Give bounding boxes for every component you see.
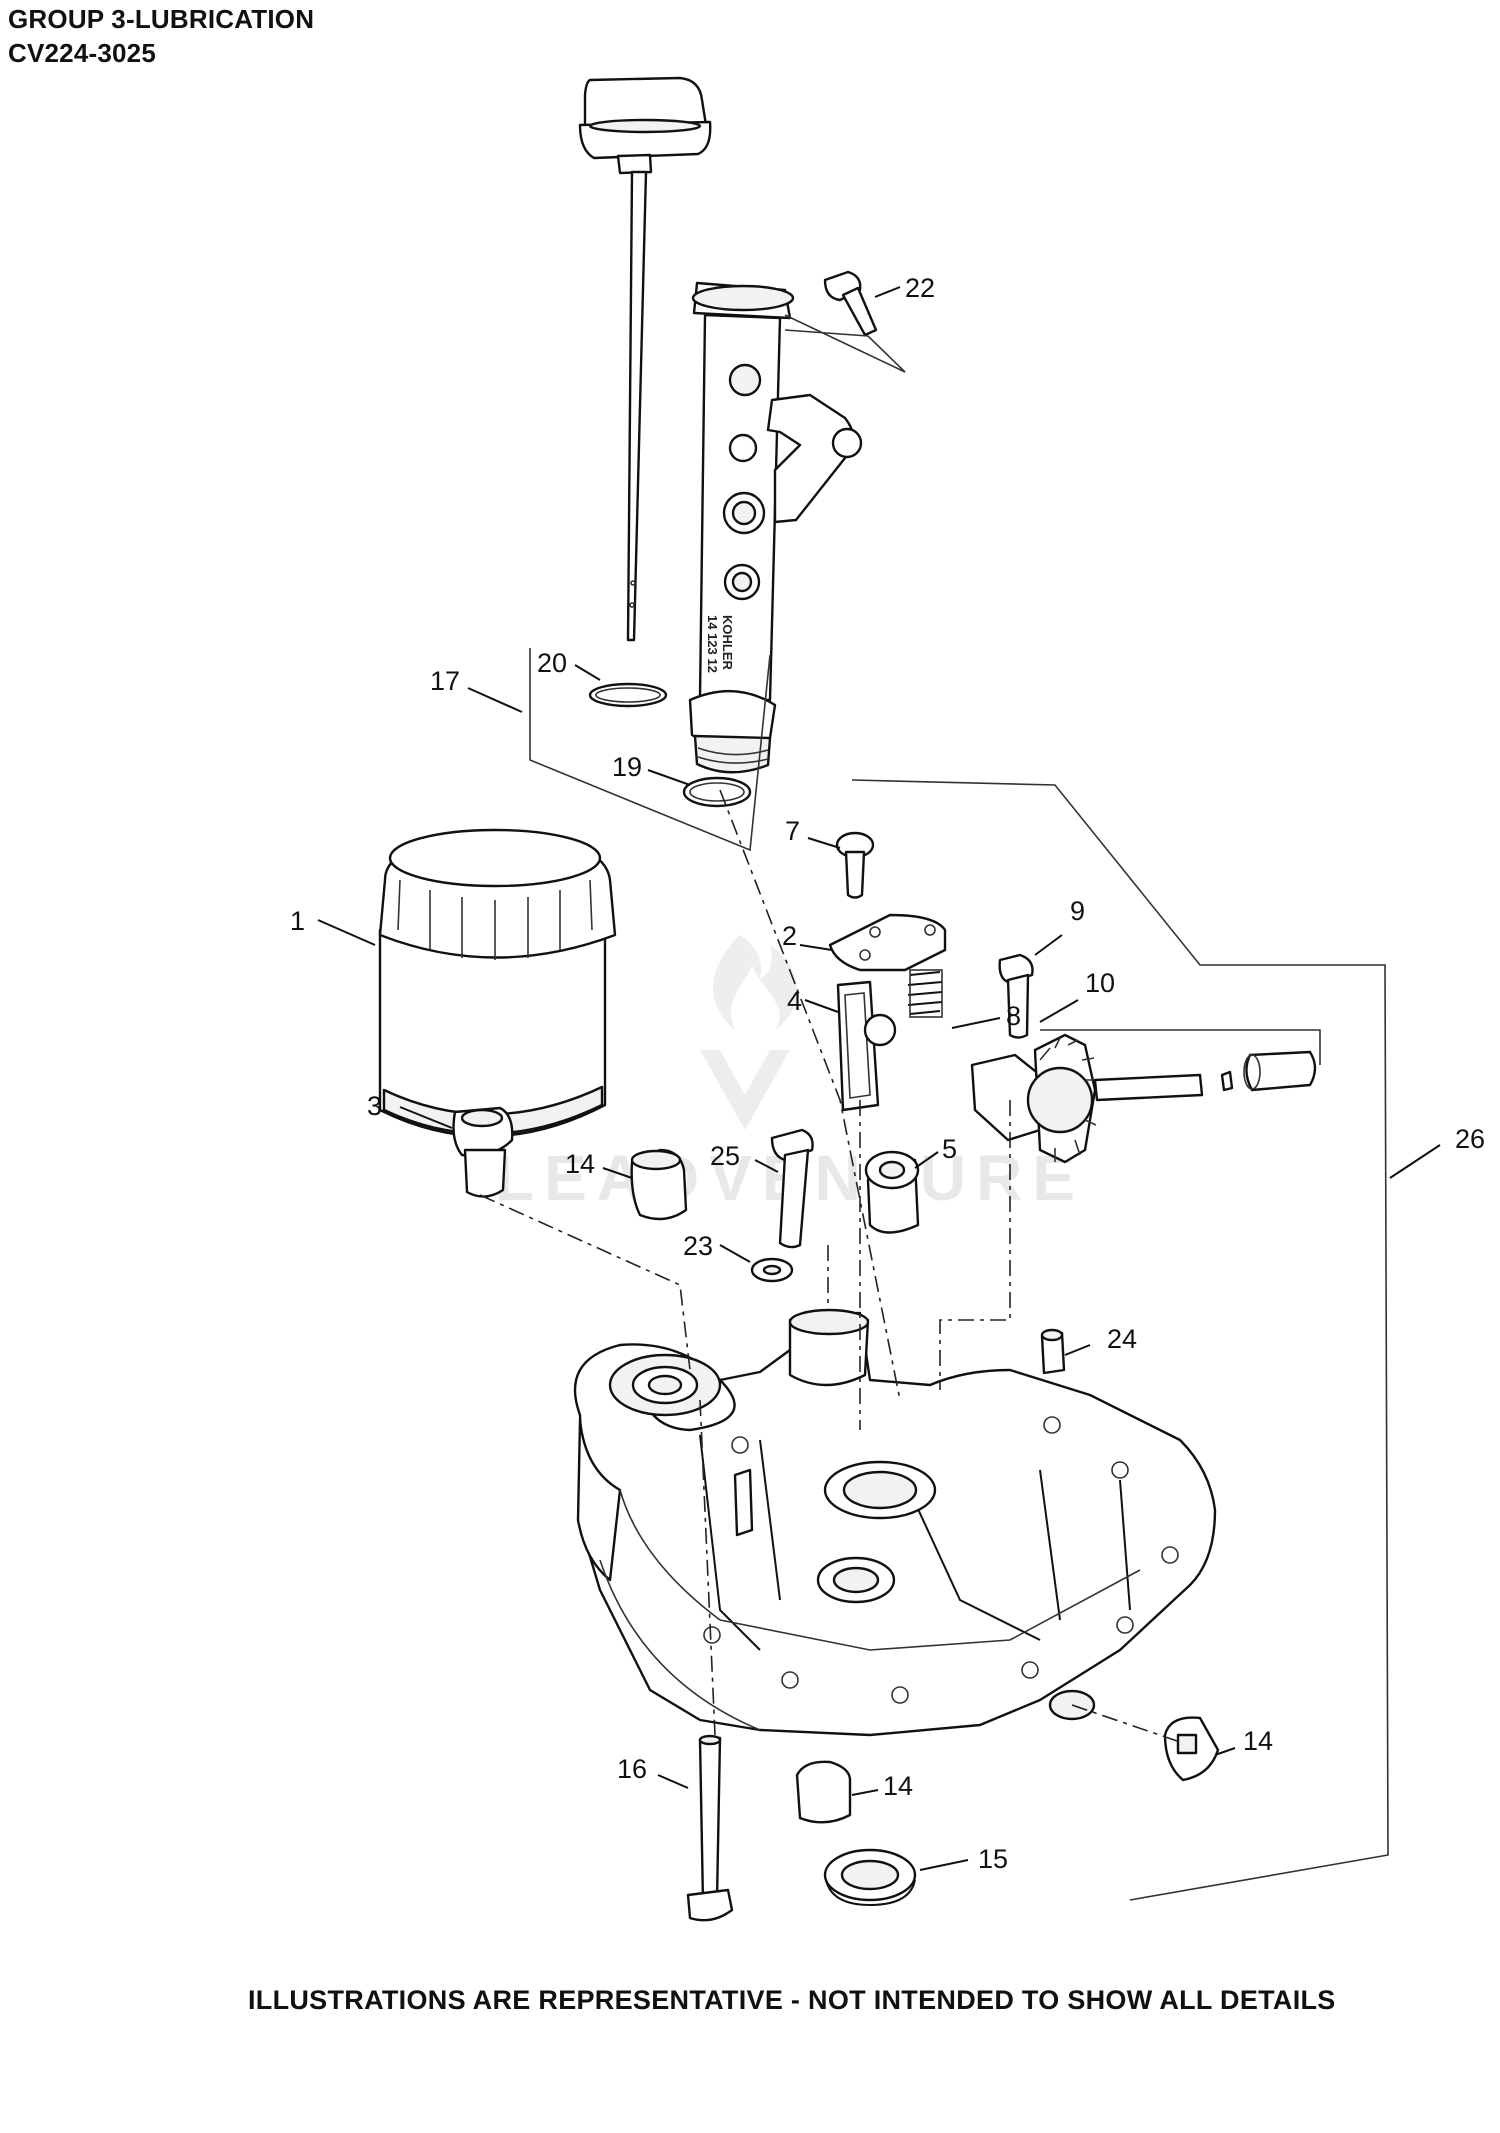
callout-15: 15 — [978, 1844, 1008, 1874]
callout-19: 19 — [612, 752, 642, 782]
callout-3: 3 — [367, 1091, 382, 1121]
plug-14-right — [1163, 1716, 1220, 1782]
callout-9: 9 — [1070, 896, 1085, 926]
callout-4: 4 — [787, 986, 802, 1016]
callout-20: 20 — [537, 648, 567, 678]
screw-9 — [998, 953, 1034, 1039]
screw-7 — [835, 831, 875, 899]
plug-14-upper — [630, 1148, 688, 1221]
callout-25: 25 — [710, 1141, 740, 1171]
plug-14-lower — [795, 1760, 852, 1824]
callout-17: 17 — [430, 666, 460, 696]
reference-lines — [529, 314, 1389, 1901]
callout-14-upper: 14 — [565, 1149, 595, 1179]
callout-26: 26 — [1455, 1124, 1485, 1154]
callout-1: 1 — [290, 906, 305, 936]
assembly-lines — [479, 789, 1181, 1743]
callout-10: 10 — [1085, 968, 1115, 998]
cover-plate-2 — [828, 913, 947, 972]
dowel-pin-24 — [1040, 1328, 1066, 1375]
relief-spring — [907, 969, 943, 1018]
group-title: GROUP 3-LUBRICATION — [8, 4, 315, 34]
screw-22 — [823, 270, 878, 337]
callout-14-lower: 14 — [883, 1771, 913, 1801]
callout-2: 2 — [782, 921, 797, 951]
dipstick — [578, 76, 712, 642]
oil-filter — [378, 828, 617, 1138]
oil-seal — [823, 1848, 917, 1907]
disclaimer-note: ILLUSTRATIONS ARE REPRESENTATIVE - NOT I… — [248, 1985, 1336, 2015]
callout-7: 7 — [785, 816, 800, 846]
oil-pan — [573, 1308, 1217, 1737]
header: GROUP 3-LUBRICATION CV224-3025 — [8, 2, 314, 70]
callout-23: 23 — [683, 1231, 713, 1261]
model-number: CV224-3025 — [8, 38, 156, 68]
leader-lines — [317, 286, 1441, 1871]
callout-22: 22 — [905, 273, 935, 303]
filter-adapter — [452, 1106, 514, 1198]
dipstick-tube: KOHLER 14 123 12 — [688, 281, 863, 774]
callout-labels: 1 2 3 4 5 7 8 9 10 14 14 14 15 16 17 19 … — [290, 273, 1485, 1874]
gasket-4 — [836, 980, 880, 1112]
relief-ball — [863, 1013, 897, 1047]
callout-24: 24 — [1107, 1324, 1137, 1354]
bolt-16 — [686, 1734, 734, 1922]
part-number-engraving: 14 123 12 — [705, 615, 720, 673]
callout-14-right: 14 — [1243, 1726, 1273, 1756]
callout-5: 5 — [942, 1134, 957, 1164]
brand-engraving: KOHLER — [720, 615, 735, 671]
pump-rotor — [864, 1150, 920, 1234]
oil-pump — [970, 1033, 1317, 1164]
callout-16: 16 — [617, 1754, 647, 1784]
bolt-25 — [770, 1128, 814, 1249]
callout-8: 8 — [1006, 1001, 1021, 1031]
